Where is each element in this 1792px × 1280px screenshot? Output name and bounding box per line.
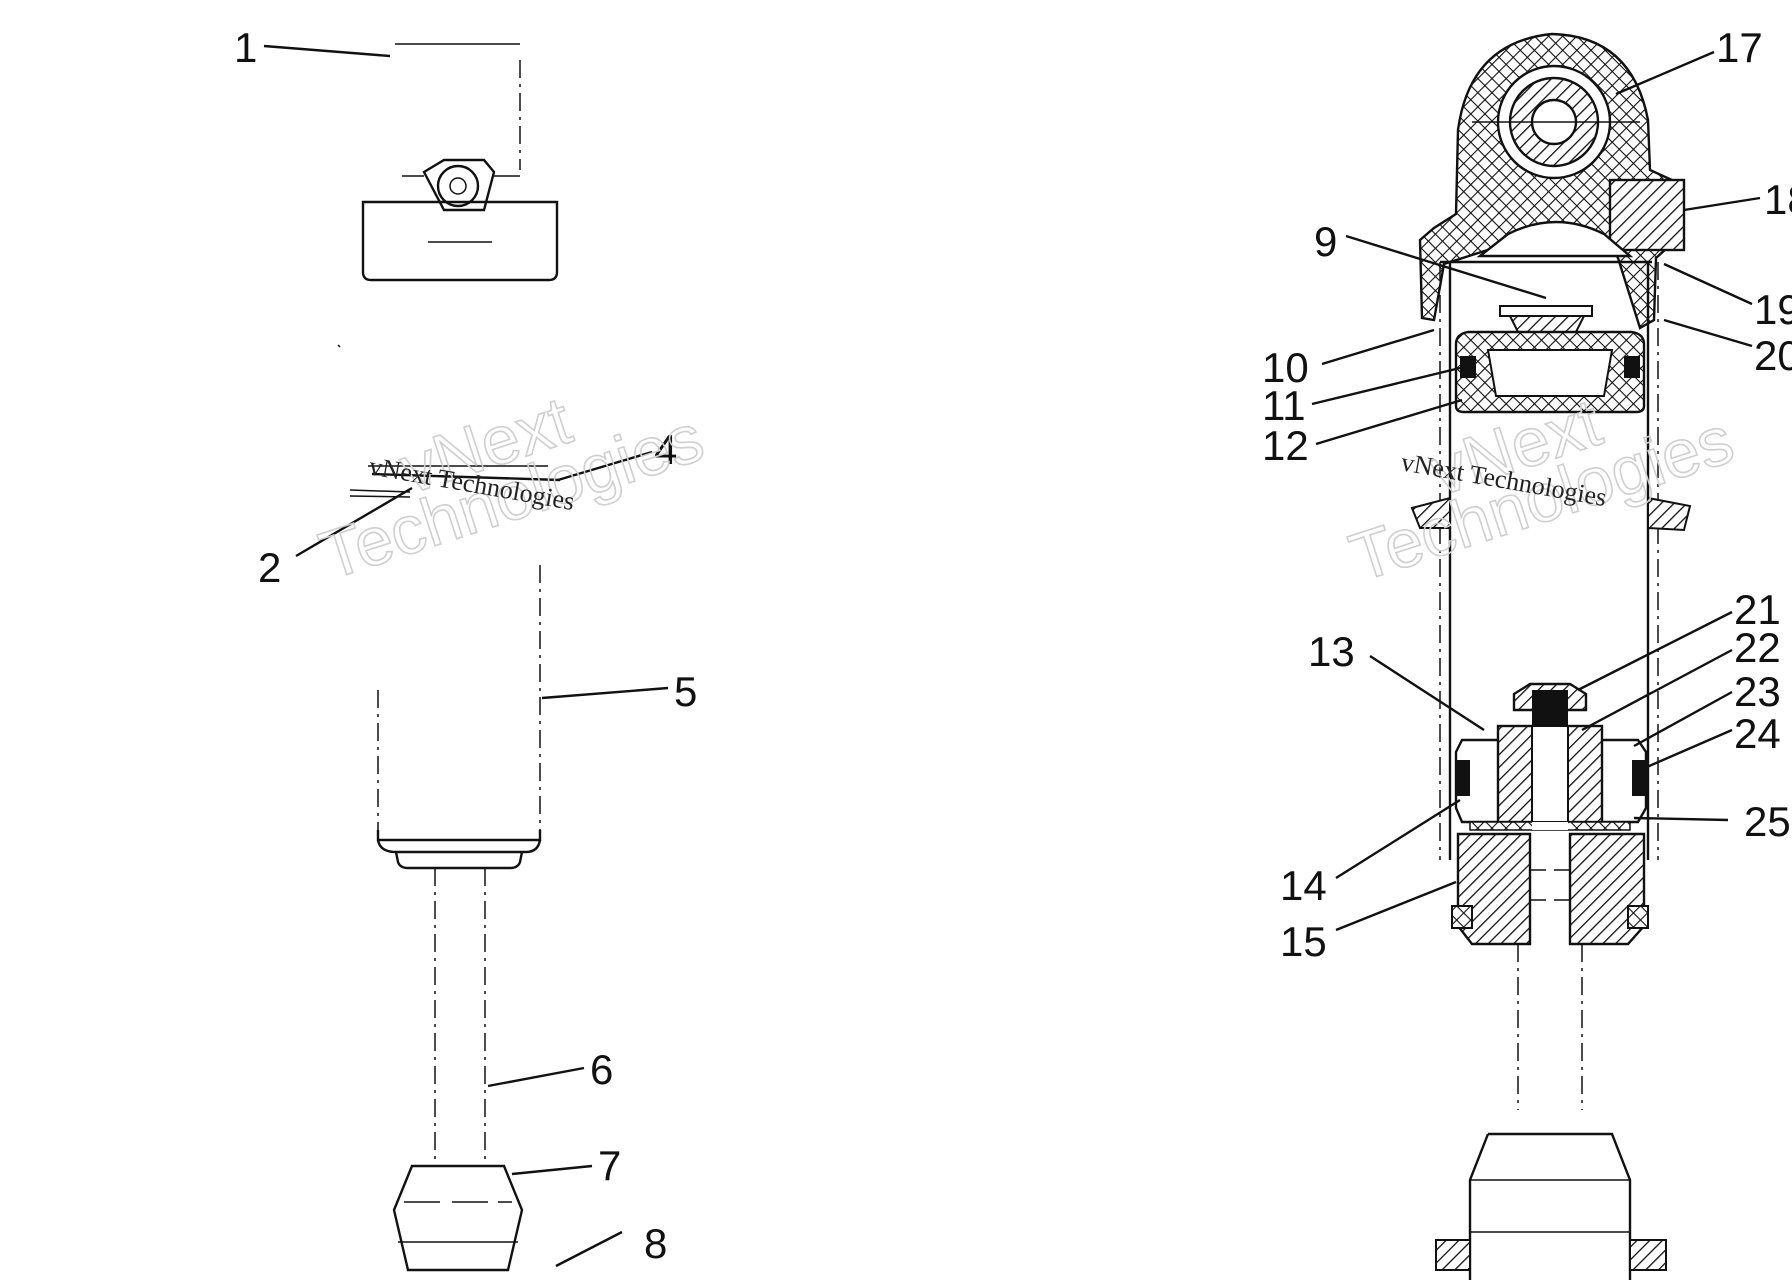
callout-12: 12 — [1262, 422, 1309, 469]
callout-1: 1 — [234, 24, 257, 71]
shock-body-cylinder — [376, 565, 542, 870]
callout-20: 20 — [1754, 332, 1792, 379]
callout-labels: 1 2 4 5 6 7 8 9 10 11 12 13 14 15 17 18 … — [234, 24, 1792, 1267]
spring-retainer-rings — [349, 465, 561, 498]
callout-17: 17 — [1716, 24, 1763, 71]
leader-lines — [263, 44, 1761, 1268]
top-mount-housing — [337, 43, 559, 348]
callout-5: 5 — [674, 668, 697, 715]
callout-23: 23 — [1734, 668, 1781, 715]
piston-shaft — [434, 868, 486, 1160]
callout-10: 10 — [1262, 344, 1309, 391]
callout-22: 22 — [1734, 624, 1781, 671]
callout-21: 21 — [1734, 586, 1781, 633]
bottom-mount — [392, 1164, 524, 1272]
callout-24: 24 — [1734, 710, 1781, 757]
main-piston-assembly — [1454, 682, 1648, 831]
lower-mount — [1435, 1132, 1667, 1280]
callout-19: 19 — [1754, 286, 1792, 333]
callout-25: 25 — [1744, 798, 1791, 845]
callout-18: 18 — [1764, 176, 1792, 223]
left-shock-external-view — [337, 43, 561, 1272]
watermark-right: vNext Technologies vNext Technologies — [1340, 383, 1743, 597]
callout-4: 4 — [654, 426, 677, 473]
callout-2: 2 — [258, 544, 281, 591]
callout-7: 7 — [598, 1142, 621, 1189]
lower-shaft — [1517, 944, 1583, 1110]
retainer-clips — [1410, 496, 1692, 532]
callout-13: 13 — [1308, 628, 1355, 675]
seal-head — [1451, 832, 1649, 946]
callout-9: 9 — [1314, 218, 1337, 265]
floating-piston — [1454, 305, 1646, 414]
callout-15: 15 — [1280, 918, 1327, 965]
callout-6: 6 — [590, 1046, 613, 1093]
inner-cylinder-walls — [1439, 262, 1659, 860]
right-shock-section-view — [1410, 32, 1692, 1280]
callout-11: 11 — [1262, 382, 1306, 429]
callout-8: 8 — [644, 1220, 667, 1267]
watermark-left: vNext Technologies vNext Technologies — [310, 381, 713, 595]
reservoir-cap-housing — [1418, 32, 1686, 330]
callout-14: 14 — [1280, 862, 1327, 909]
